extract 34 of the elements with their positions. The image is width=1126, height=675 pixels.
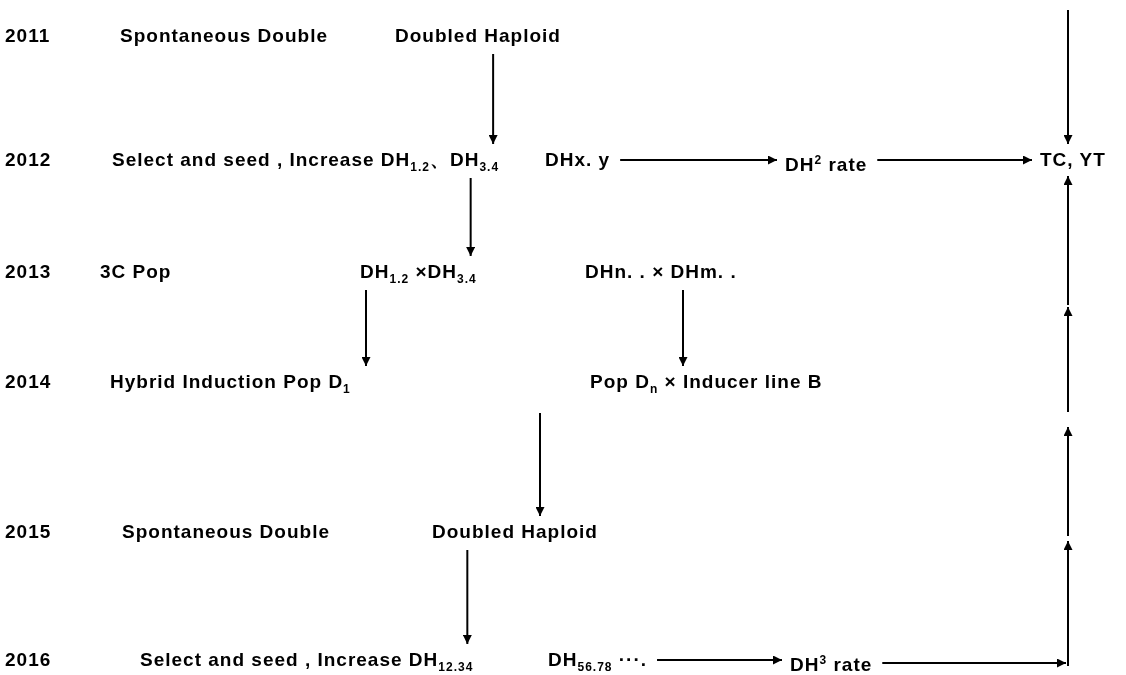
node-text: DHx. y: [545, 148, 611, 172]
node-text: 3C Pop: [100, 260, 172, 284]
year-label: 2015: [5, 520, 52, 544]
node-text: DH$^{2}$ rate: [785, 152, 868, 178]
node-text: Hybrid Induction Pop D$_{1}$: [110, 370, 351, 398]
arrow: [466, 177, 476, 257]
arrow: [462, 549, 472, 645]
arrow: [656, 655, 783, 665]
node-text: Select and seed , Increase DH$_{1.2}$、DH$_{3.4}$: [112, 148, 500, 176]
node-text: Select and seed , Increase DH$_{12.34}$: [140, 648, 474, 675]
year-label: 2013: [5, 260, 52, 284]
arrow: [881, 658, 1067, 668]
arrow: [619, 155, 778, 165]
node-text: Pop D$_{n}$ × Inducer line B: [590, 370, 823, 398]
arrow: [535, 412, 545, 517]
node-text: TC, YT: [1040, 148, 1106, 172]
arrow: [1063, 9, 1073, 145]
node-text: DH$_{1.2}$ ×DH$_{3.4}$: [360, 260, 477, 288]
arrow: [488, 53, 498, 145]
node-text: DHn. . × DHm. .: [585, 260, 737, 284]
node-text: Doubled Haploid: [432, 520, 598, 544]
node-text: DH$_{56.78}$ ···.: [548, 648, 648, 675]
arrow: [361, 289, 371, 367]
year-label: 2012: [5, 148, 52, 172]
node-text: Doubled Haploid: [395, 24, 561, 48]
year-label: 2014: [5, 370, 52, 394]
year-label: 2011: [5, 24, 51, 48]
arrow: [1063, 175, 1073, 306]
node-text: DH$^{3}$ rate: [790, 652, 873, 675]
year-label: 2016: [5, 648, 52, 672]
node-text: Spontaneous Double: [120, 24, 328, 48]
arrow: [678, 289, 688, 367]
node-text: Spontaneous Double: [122, 520, 330, 544]
arrow: [876, 155, 1033, 165]
